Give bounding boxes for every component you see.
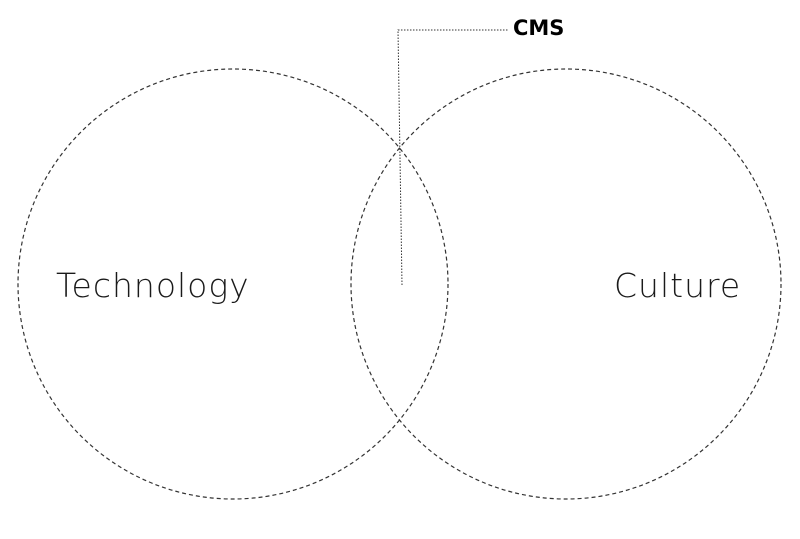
culture-label: Culture [614,266,741,305]
culture-circle [350,68,782,500]
technology-label: Technology [56,266,250,305]
technology-circle [17,68,449,500]
cms-label: CMS [513,16,564,40]
cms-leader-line [397,29,508,286]
